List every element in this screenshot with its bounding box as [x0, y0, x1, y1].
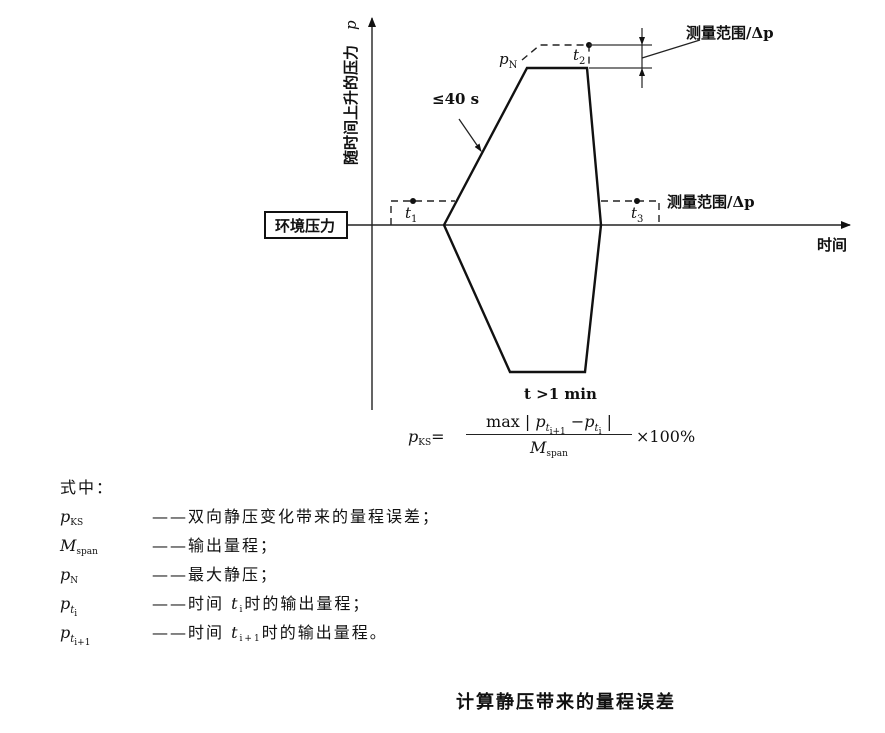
- t1-point: [410, 198, 416, 204]
- t3-label: t3: [631, 204, 643, 225]
- svg-text:p: p: [342, 20, 360, 30]
- t1-label: t1: [405, 204, 417, 225]
- formula-denominator: Mspan: [530, 438, 568, 459]
- x-axis-label: 时间: [817, 236, 847, 254]
- pressure-time-diagram: 随时间上升的压力 p 时间 环境压力 测量范围/Δp pN t2 t1 t3 测…: [264, 17, 851, 410]
- pressure-drop-curve: [442, 224, 603, 374]
- formula-numerator: max | pti+1 −pti |: [486, 412, 612, 437]
- t2-label: t2: [573, 46, 585, 67]
- right-measure-dashed: [601, 200, 660, 225]
- rise-time-arrow: [458, 118, 482, 152]
- fraction-bar: [466, 434, 632, 435]
- ambient-pressure-label: 环境压力: [275, 217, 335, 235]
- legend-title: 式中：: [60, 478, 115, 497]
- y-axis-label: 随时间上升的压力: [342, 45, 360, 165]
- rise-time-label: ≤40 s: [432, 90, 479, 108]
- symbol-legend: 式中： pKS——双向静压变化带来的量程误差； Mspan——输出量程； pN—…: [60, 474, 441, 648]
- svg-text:随时间上升的压力: 随时间上升的压力: [342, 45, 360, 165]
- pressure-rise-curve: [442, 66, 603, 226]
- legend-item: Mspan——输出量程；: [60, 536, 279, 557]
- formula-rhs: ×100%: [636, 427, 696, 446]
- y-axis-symbol: p: [342, 20, 360, 30]
- ambient-pressure-box: [264, 211, 348, 239]
- t3-point: [634, 198, 640, 204]
- range-label-top: 测量范围/Δp: [686, 24, 774, 42]
- formula-lhs: pKS=: [408, 427, 445, 448]
- range-leader-line: [641, 39, 701, 59]
- hold-time-label: t >1 min: [524, 385, 597, 403]
- pn-label: pN: [499, 50, 518, 71]
- formula-fraction: max | pti+1 −pti | Mspan: [464, 410, 634, 459]
- legend-item: pti——时间 ti时的输出量程；: [60, 594, 371, 619]
- legend-item: pN——最大静压；: [60, 565, 279, 586]
- left-measure-dashed: [390, 200, 455, 225]
- figure-caption: 计算静压带来的量程误差: [456, 692, 676, 713]
- legend-item: pti+1——时间 ti+1时的输出量程。: [60, 623, 388, 648]
- range-label-bottom: 测量范围/Δp: [667, 193, 755, 211]
- legend-item: pKS——双向静压变化带来的量程误差；: [60, 507, 441, 528]
